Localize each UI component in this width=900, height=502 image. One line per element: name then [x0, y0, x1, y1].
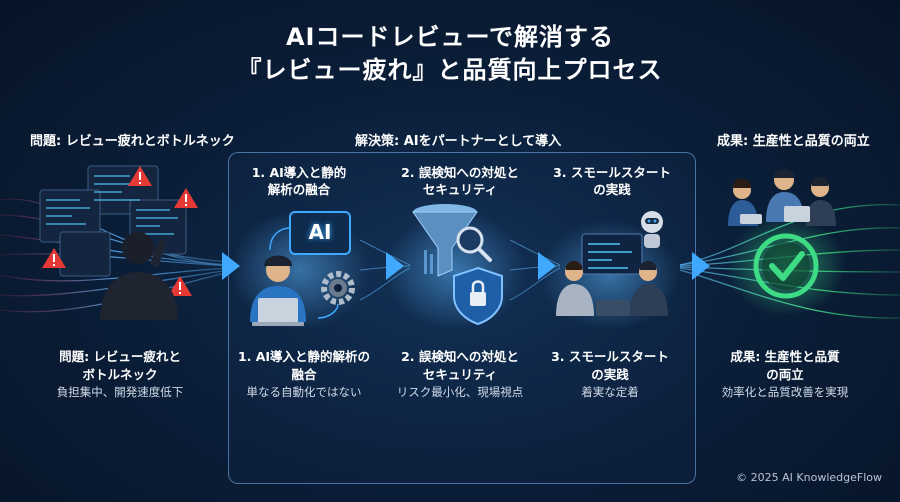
stressed-developer-icon [100, 232, 178, 320]
success-check-icon [753, 233, 819, 299]
caption-result-line2: の両立 [766, 367, 804, 382]
caption-problem-line2: ボトルネック [82, 367, 158, 382]
caption-step-1-line1: 1. AI導入と静的解析の [237, 349, 371, 364]
section-label-solution: 解決策: AIをパートナーとして導入 [355, 134, 562, 149]
caption-step-2-line2: セキュリティ [422, 367, 498, 382]
section-label-result: 成果: 生産性と品質の両立 [717, 134, 870, 149]
ai-badge: AI [308, 220, 332, 244]
team-collaboration-icon [728, 169, 836, 226]
page-title-line1: AIコードレビューで解消する [285, 23, 615, 51]
caption-result-line1: 成果: 生産性と品質 [730, 349, 840, 364]
caption-step-3: 3. スモールスタート の実践 着実な定着 [540, 348, 680, 400]
gear-icon [321, 271, 355, 305]
caption-step-3-sub: 着実な定着 [581, 385, 639, 399]
warning-icon [42, 248, 66, 268]
warning-icon [174, 188, 198, 208]
caption-problem-sub: 負担集中、開発速度低下 [56, 385, 184, 399]
robot-icon [641, 211, 663, 248]
step-head-3-line1: 3. スモールスタート [553, 165, 671, 180]
warning-icon [168, 276, 192, 296]
caption-step-1-sub: 単なる自動化ではない [246, 385, 362, 399]
section-label-problem: 問題: レビュー疲れとボトルネック [30, 134, 235, 149]
warning-icon [128, 166, 152, 186]
caption-step-2-sub: リスク最小化、現場視点 [396, 385, 524, 399]
step-head-2: 2. 誤検知への対処と セキュリティ [398, 164, 522, 198]
funnel-icon [412, 204, 478, 277]
step-head-1-line2: 解析の融合 [267, 182, 331, 197]
magnifier-icon [456, 226, 492, 262]
caption-result-sub: 効率化と品質改善を実現 [721, 385, 849, 399]
caption-step-3-line1: 3. スモールスタート [551, 349, 669, 364]
caption-step-2-line1: 2. 誤検知への対処と [401, 349, 519, 364]
ai-screen-icon [289, 211, 351, 255]
data-bars-icon [424, 250, 433, 274]
sync-arrows-icon [269, 227, 339, 319]
arrow-icon [692, 252, 710, 280]
step-head-3-line2: の実践 [593, 182, 631, 197]
step-head-2-line1: 2. 誤検知への対処と [401, 165, 519, 180]
caption-problem-line1: 問題: レビュー疲れと [59, 349, 181, 364]
step-head-3: 3. スモールスタート の実践 [552, 164, 672, 198]
caption-step-1: 1. AI導入と静的解析の 融合 単なる自動化ではない [234, 348, 374, 400]
step-head-1: 1. AI導入と静的 解析の融合 [244, 164, 354, 198]
developer-with-laptop-icon [250, 255, 306, 326]
caption-result: 成果: 生産性と品質 の両立 効率化と品質改善を実現 [710, 348, 860, 400]
caption-problem: 問題: レビュー疲れと ボトルネック 負担集中、開発速度低下 [40, 348, 200, 400]
caption-step-2: 2. 誤検知への対処と セキュリティ リスク最小化、現場視点 [390, 348, 530, 400]
step-head-2-line2: セキュリティ [422, 182, 498, 197]
developers-pair-icon [556, 261, 668, 316]
step-head-1-line1: 1. AI導入と静的 [251, 165, 347, 180]
copyright-text: © 2025 AI KnowledgeFlow [736, 471, 882, 484]
code-windows-illustration [39, 165, 187, 277]
caption-step-3-line2: の実践 [591, 367, 629, 382]
code-monitor-icon [581, 233, 643, 275]
caption-step-1-line2: 融合 [291, 367, 317, 382]
page-title-line2: 『レビュー疲れ』と品質向上プロセス [237, 56, 663, 84]
shield-lock-icon [453, 266, 503, 326]
